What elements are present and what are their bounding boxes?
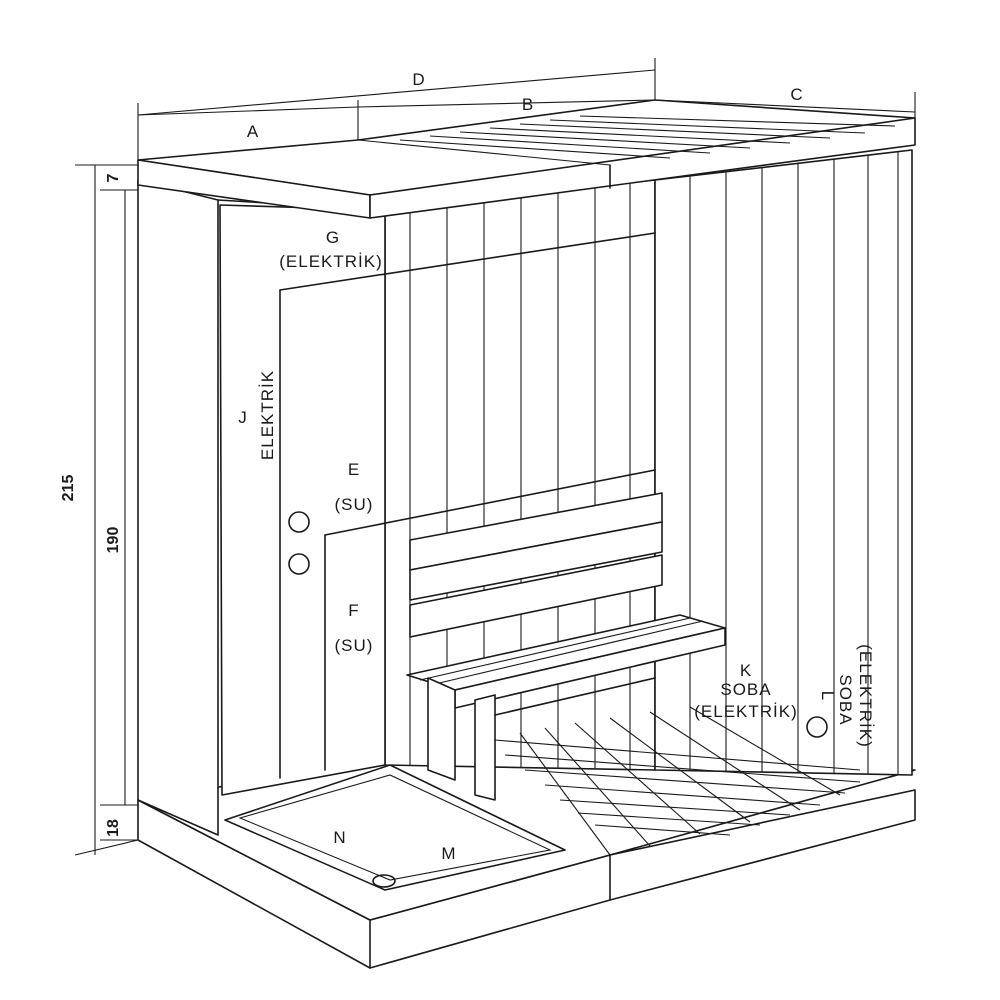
floor-slats xyxy=(494,706,861,856)
base-platform xyxy=(137,761,916,969)
label-e: E xyxy=(348,460,360,479)
label-n: N xyxy=(333,828,346,847)
label-k-sub1: SOBA xyxy=(720,680,771,699)
label-a: A xyxy=(247,122,259,141)
right-wall xyxy=(654,149,913,776)
dim-wall-height: 190 xyxy=(105,527,122,554)
label-k: K xyxy=(740,661,752,680)
label-f: F xyxy=(348,601,359,620)
label-m: M xyxy=(441,844,456,863)
dim-total-height: 215 xyxy=(60,475,77,502)
label-g: G xyxy=(326,228,340,247)
roof xyxy=(137,99,916,219)
label-d: D xyxy=(412,70,425,89)
shower-tray xyxy=(224,764,566,891)
dim-roof-thickness: 7 xyxy=(105,173,122,182)
label-e-sub: (SU) xyxy=(335,495,374,514)
label-j: J xyxy=(238,408,248,427)
label-b: B xyxy=(522,95,534,114)
water-connection-f-icon xyxy=(288,553,310,575)
right-wall-slats xyxy=(689,152,899,775)
dimension-lines xyxy=(74,58,916,856)
label-l-sub1: SOBA xyxy=(836,674,855,725)
label-l: L xyxy=(818,691,837,701)
label-j-sub: ELEKTRİK xyxy=(258,370,277,460)
label-g-sub: (ELEKTRİK) xyxy=(279,252,383,271)
bench xyxy=(406,492,726,801)
roof-slats xyxy=(357,115,896,166)
label-f-sub: (SU) xyxy=(335,636,374,655)
label-k-sub2: (ELEKTRİK) xyxy=(694,702,798,721)
left-wall xyxy=(137,179,656,836)
water-connection-e-icon xyxy=(288,511,310,533)
drain-icon xyxy=(372,874,396,888)
dim-base-height: 18 xyxy=(105,819,122,837)
labels: D B C A G (ELEKTRİK) J ELEKTRİK E (SU) F… xyxy=(60,70,875,863)
label-c: C xyxy=(790,85,803,104)
label-l-sub2: (ELEKTRİK) xyxy=(856,644,875,748)
stove-connection-l-icon xyxy=(806,716,828,738)
